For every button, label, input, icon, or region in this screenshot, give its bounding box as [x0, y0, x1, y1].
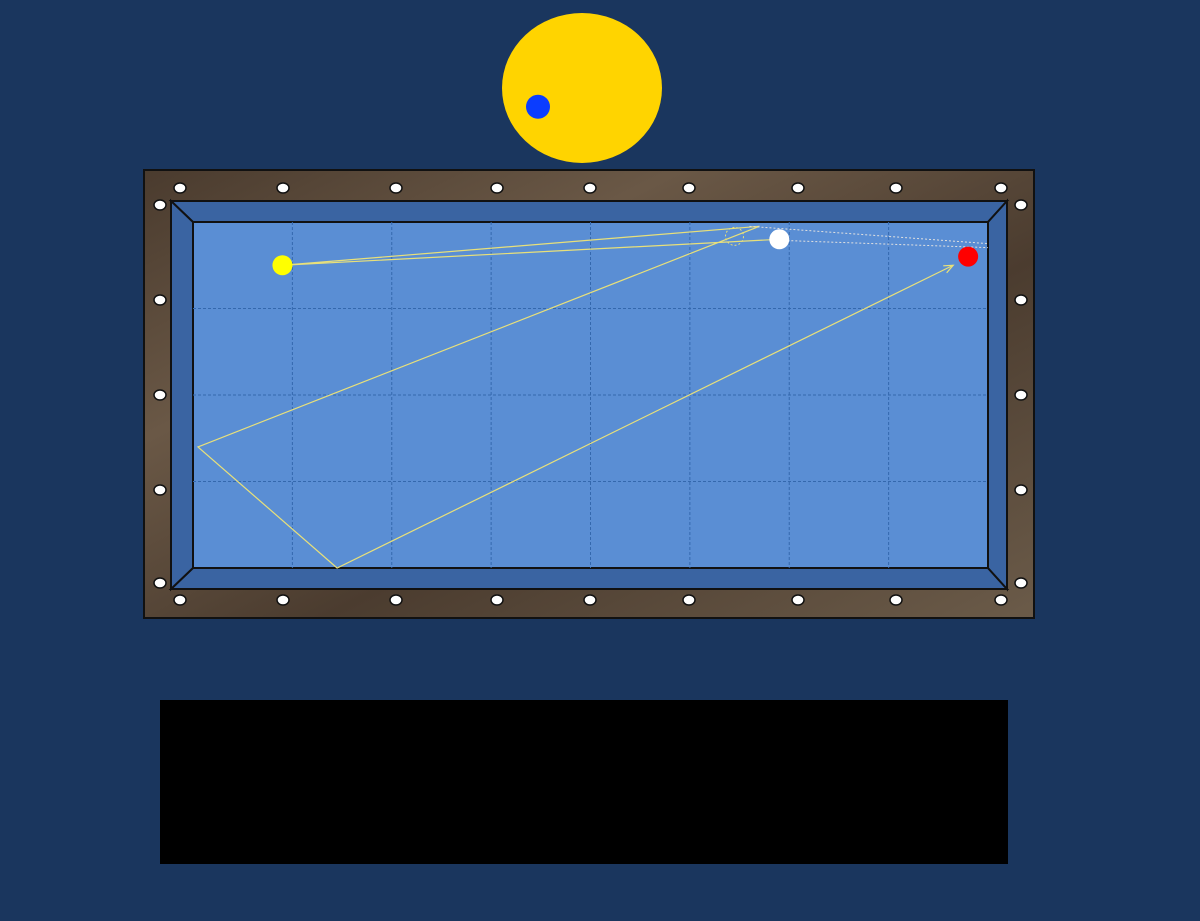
aim-line-lower: [779, 239, 989, 249]
rail-diamond: [994, 182, 1008, 194]
rail-diamond: [173, 182, 187, 194]
cushion-left: [170, 198, 194, 592]
billiard-table: [143, 169, 1035, 619]
rail-diamond: [153, 484, 167, 496]
rail-diamond: [682, 594, 696, 606]
caption-box: [160, 700, 1008, 864]
yellow-ball[interactable]: [272, 255, 293, 276]
rail-diamond: [994, 594, 1008, 606]
red-ball[interactable]: [958, 246, 979, 267]
rail-diamond: [276, 182, 290, 194]
rail-diamond: [389, 182, 403, 194]
rail-diamond: [1014, 294, 1028, 306]
cue-ball-spin-diagram-icon: [502, 13, 662, 163]
rail-diamond: [173, 594, 187, 606]
rail-diamond: [583, 594, 597, 606]
rail-diamond: [490, 182, 504, 194]
cue-ball[interactable]: [769, 229, 790, 250]
rail-diamond: [1014, 577, 1028, 589]
table-grid: [193, 222, 988, 568]
cushion-bottom: [168, 567, 1010, 590]
rail-diamond: [682, 182, 696, 194]
rail-diamond: [791, 182, 805, 194]
rail-diamond: [389, 594, 403, 606]
rail-diamond: [1014, 199, 1028, 211]
shot-path-layer: [196, 225, 989, 569]
rail-diamond: [1014, 484, 1028, 496]
cushion-top: [168, 200, 1010, 223]
rail-diamond: [153, 199, 167, 211]
rail-diamond: [153, 577, 167, 589]
rail-diamond: [153, 294, 167, 306]
balls-layer: [272, 229, 979, 276]
rail-diamonds: [153, 182, 1028, 606]
rail-diamond: [276, 594, 290, 606]
cue-spin-indicator: [502, 13, 662, 163]
cue-tip-contact-marker[interactable]: [526, 94, 550, 119]
rail-diamond: [889, 182, 903, 194]
rail-diamond: [490, 594, 504, 606]
shot-path-line: [196, 225, 954, 569]
ghost-ball: [725, 226, 744, 246]
rail-diamond: [791, 594, 805, 606]
rail-diamond: [1014, 389, 1028, 401]
rail-diamond: [153, 389, 167, 401]
rail-diamond: [889, 594, 903, 606]
rail-diamond: [583, 182, 597, 194]
cushion-right: [987, 198, 1008, 592]
shot-path-arrowhead: [943, 264, 955, 274]
